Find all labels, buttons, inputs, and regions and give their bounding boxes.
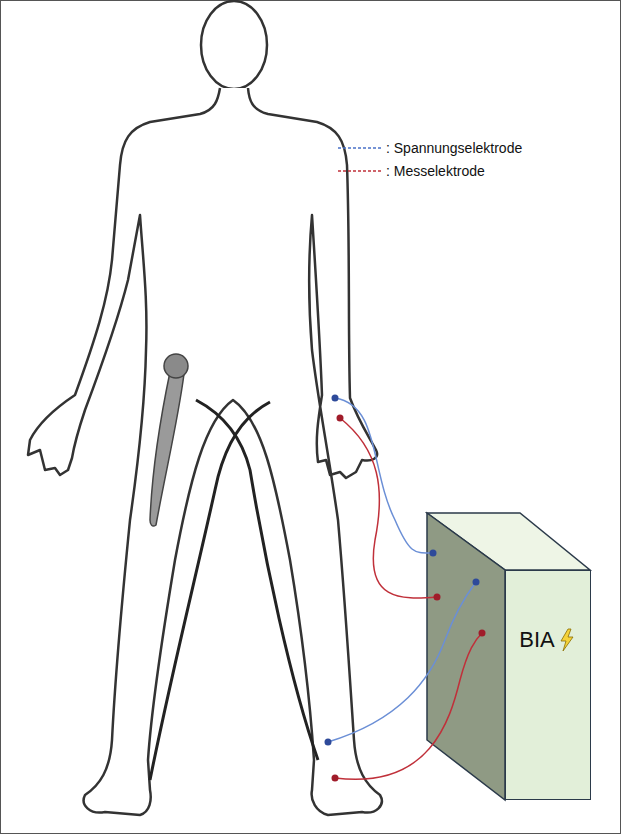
legend-entry: : Messelektrode xyxy=(338,163,485,179)
device-label: BIA xyxy=(519,627,554,653)
prosthesis-head xyxy=(164,354,188,378)
measure-socket xyxy=(434,594,441,601)
device-side xyxy=(427,513,505,800)
body-outline xyxy=(28,88,382,815)
device-box: BIA xyxy=(505,570,591,800)
measure-electrode xyxy=(337,415,344,422)
leg-line xyxy=(196,400,318,760)
legend-line-sample xyxy=(338,143,382,153)
measure-wire xyxy=(340,418,437,598)
measure-wire xyxy=(335,633,482,779)
voltage-wire xyxy=(335,398,433,553)
voltage-electrode xyxy=(325,739,332,746)
prosthesis-stem xyxy=(150,372,184,526)
voltage-electrode xyxy=(332,395,339,402)
body-head xyxy=(201,1,267,89)
legend-entry: : Spannungselektrode xyxy=(338,140,522,156)
voltage-socket xyxy=(430,550,437,557)
legend-text: : Spannungselektrode xyxy=(386,140,522,156)
voltage-wire xyxy=(328,582,476,742)
voltage-socket xyxy=(473,579,480,586)
legend-text: : Messelektrode xyxy=(386,163,485,179)
measure-socket xyxy=(479,630,486,637)
measure-electrode xyxy=(332,775,339,782)
legend-line-sample xyxy=(338,166,382,176)
lightning-symbol xyxy=(559,628,575,652)
